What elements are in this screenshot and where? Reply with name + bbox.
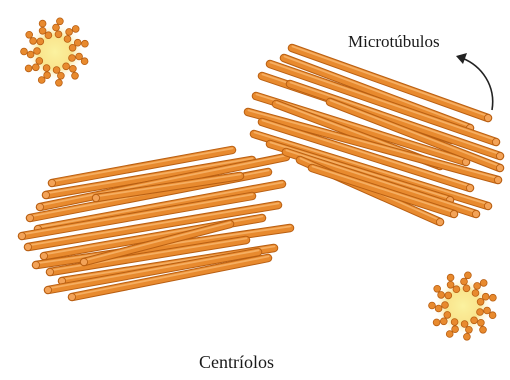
centriole-bundle-right xyxy=(248,46,504,225)
label-pointer-arrow xyxy=(462,58,493,110)
arrowhead-icon xyxy=(456,53,467,64)
aster-top-left xyxy=(21,18,89,86)
centrioles-label: Centríolos xyxy=(199,352,274,373)
centriole-bundle-left xyxy=(18,148,290,300)
microtubules-label: Microtúbulos xyxy=(348,32,440,52)
aster-bottom-right xyxy=(429,272,497,340)
